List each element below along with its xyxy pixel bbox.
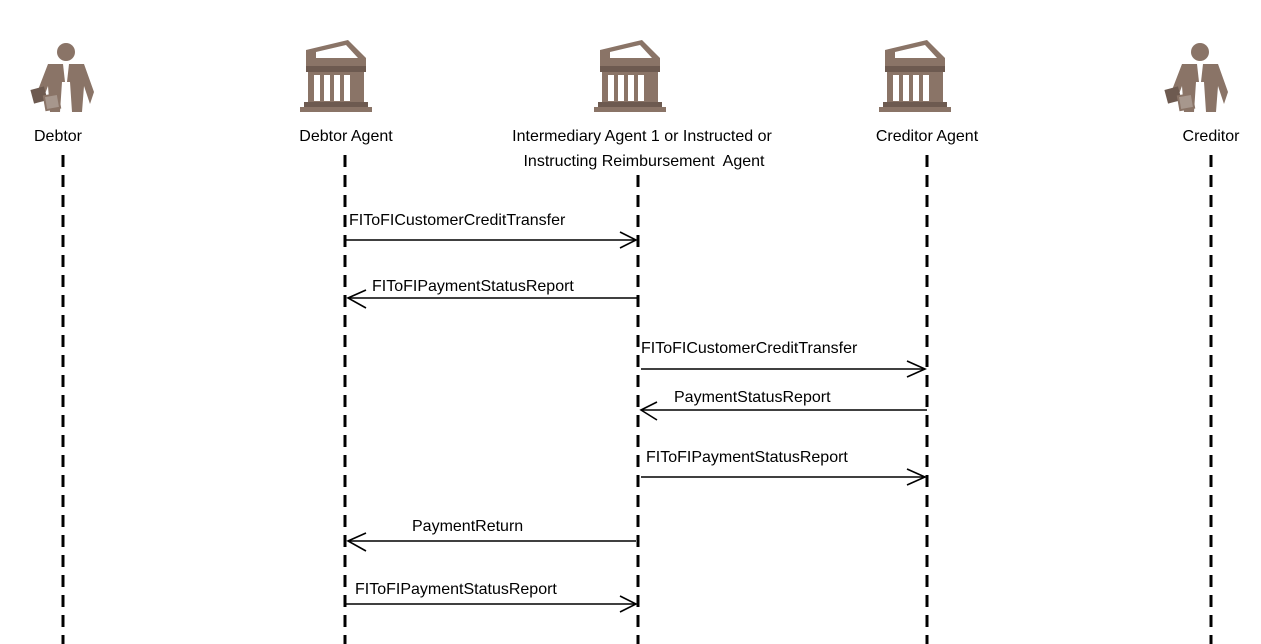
- intermediary-bank-icon: [594, 40, 666, 112]
- arrow-head-right: [906, 360, 927, 378]
- message-2: FIToFIPaymentStatusReport: [346, 278, 638, 309]
- actor-label-intermediary-line2: Instructing Reimbursement Agent: [523, 153, 765, 170]
- actor-label-creditor-agent: Creditor Agent: [876, 128, 979, 145]
- message-label: PaymentReturn: [412, 518, 523, 535]
- message-label: PaymentStatusReport: [674, 389, 831, 406]
- actor-label-debtor-agent: Debtor Agent: [299, 128, 393, 145]
- debtor-agent-bank-icon: [300, 40, 372, 112]
- creditor-person-icon: [1164, 43, 1228, 112]
- debtor-person-icon: [30, 43, 94, 112]
- arrow-head-left: [639, 401, 658, 421]
- message-label: FIToFICustomerCreditTransfer: [349, 212, 566, 229]
- actor-label-debtor: Debtor: [34, 128, 83, 145]
- arrow-head-right: [619, 595, 638, 613]
- actor-label-intermediary-line1: Intermediary Agent 1 or Instructed or: [512, 128, 772, 145]
- message-4: PaymentStatusReport: [639, 389, 927, 421]
- actor-label-creditor: Creditor: [1183, 128, 1241, 145]
- arrow-head-left: [346, 289, 367, 309]
- arrow-head-left: [346, 532, 367, 552]
- message-3: FIToFICustomerCreditTransfer: [641, 340, 927, 378]
- message-label: FIToFIPaymentStatusReport: [646, 449, 848, 466]
- message-5: FIToFIPaymentStatusReport: [641, 449, 927, 486]
- arrow-head-right: [619, 231, 638, 249]
- arrow-head-right: [906, 468, 927, 486]
- message-6: PaymentReturn: [346, 518, 636, 552]
- message-1: FIToFICustomerCreditTransfer: [345, 212, 638, 249]
- creditor-agent-bank-icon: [879, 40, 951, 112]
- message-label: FIToFIPaymentStatusReport: [355, 581, 557, 598]
- message-7: FIToFIPaymentStatusReport: [345, 581, 638, 613]
- message-label: FIToFICustomerCreditTransfer: [641, 340, 858, 357]
- message-label: FIToFIPaymentStatusReport: [372, 278, 574, 295]
